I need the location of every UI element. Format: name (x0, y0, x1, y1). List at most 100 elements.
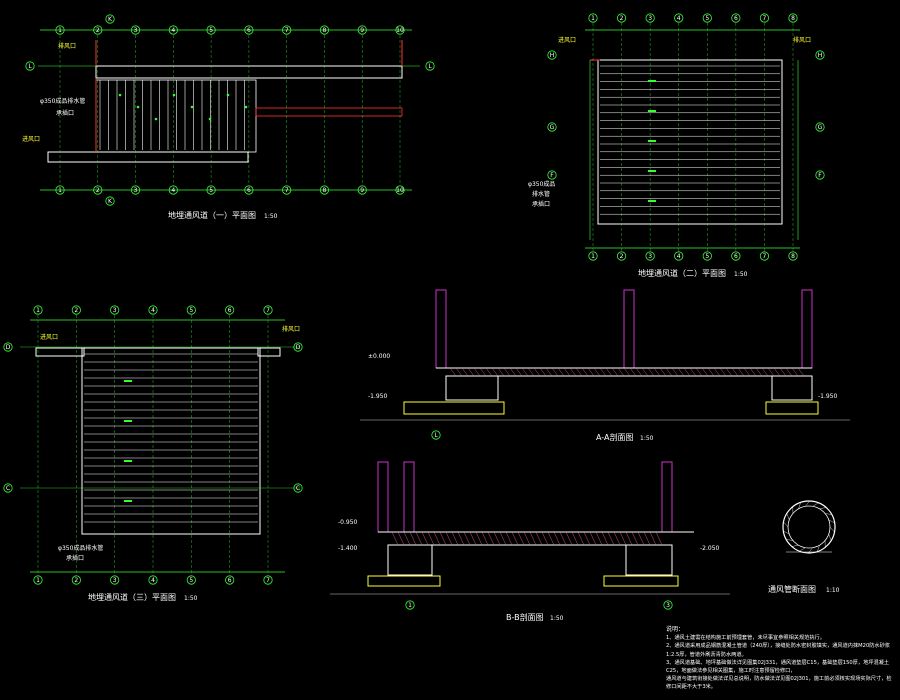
plan2-axis-bottom-2-label: 3 (648, 253, 652, 260)
plan3-axis-bottom-3-circle (148, 575, 158, 585)
section-b-axis-3-circle (663, 600, 673, 610)
plan1-axis-bottom-3-label: 4 (171, 187, 175, 194)
section-a-hatch-666 (665, 367, 673, 377)
section-a-hatch-510 (509, 367, 517, 377)
plan1-axis-top-8-label: 9 (360, 27, 364, 34)
elevation-b-3: -2.050 (700, 545, 720, 552)
plan2-axis-top-7-label: 8 (791, 15, 795, 22)
section-b-hatch-542 (541, 531, 549, 546)
plan1-axis-top-7-label: 8 (323, 27, 327, 34)
plan1-axis-top-5-label: 6 (247, 27, 251, 34)
plan2-axis-bottom-3-circle (674, 251, 684, 261)
plan1-axis-top-1-circle (93, 25, 103, 35)
plan3-axis-bottom-3-label: 4 (151, 577, 155, 584)
plan-3-drawing (20, 319, 300, 573)
plan2-axis-top-0-label: 1 (591, 15, 595, 22)
plan1-intake-label: 进风口 (22, 135, 40, 143)
note-item-1: 1、通风土建需在结构施工前预埋套管，未尽事宜参照相关规范执行。 (666, 635, 825, 642)
section-b-hatch-404 (403, 531, 411, 546)
plan3-row-left-0-label: D (6, 344, 11, 351)
plan1-axis-bottom-4-circle (206, 185, 216, 195)
plan3-pipe-note2: 承插口 (66, 554, 84, 562)
plan1-axis-bottom-5-label: 6 (247, 187, 251, 194)
section-a-hatch-504 (503, 367, 511, 377)
plan2-pipe-note-3: 承插口 (532, 200, 550, 208)
plan1-axis-top-3-circle (168, 25, 178, 35)
plan-2-drawing (585, 29, 800, 249)
section-a-hatch-546 (545, 367, 553, 377)
section-b-hatch-614 (613, 531, 621, 546)
section-a-hatch-606 (605, 367, 613, 377)
section-b-hatch-548 (547, 531, 555, 546)
plan1-axis-top-1-label: 2 (96, 27, 100, 34)
plan2-axis-top-2-circle (645, 13, 655, 23)
section-b-hatch-536 (535, 531, 543, 546)
plan1-pipe-note: φ350成品排水管 (40, 97, 85, 105)
plan1-row-top-circle (105, 14, 115, 24)
section-a-hatch-564 (563, 367, 571, 377)
plan1-marker-2 (154, 117, 158, 121)
section-a-hatch-636 (635, 367, 643, 377)
plan1-row-left-circle (25, 61, 35, 71)
plan3-axis-bottom-2-circle (110, 575, 120, 585)
plan2-axis-bottom-3-label: 4 (677, 253, 681, 260)
section-b-hatch-470 (469, 531, 477, 546)
section-a-hatch-480 (479, 367, 487, 377)
section-a-hatch-792 (791, 367, 799, 377)
plan2-axis-bottom-7-circle (788, 251, 798, 261)
plan2-marker-3 (648, 170, 656, 172)
section-b-hatch-482 (481, 531, 489, 546)
section-b-hatch-464 (463, 531, 471, 546)
section-b-hatch-584 (583, 531, 591, 546)
plan2-marker-2 (648, 140, 656, 142)
section-a-hatch-726 (725, 367, 733, 377)
section-a-hatch-648 (647, 367, 655, 377)
pipe-hatch-340 (828, 519, 835, 524)
plan1-axis-top-5-circle (244, 25, 254, 35)
section-b-hatch-440 (439, 531, 447, 546)
plan3-axis-bottom-0-label: 1 (36, 577, 40, 584)
section-b-hatch-566 (565, 531, 573, 546)
note-item-4: 通风道与建筑衔接处做法详见总说明，防水做法详见图02J301，施工前必须核实现场… (666, 676, 892, 691)
section-b-hatch-416 (415, 531, 423, 546)
pipe-hatch-180 (783, 521, 789, 528)
section-a-hatch-660 (659, 367, 667, 377)
section-a-hatch-516 (515, 367, 523, 377)
plan3-row-left-0-circle (3, 342, 13, 352)
section-a-title: A-A剖面图 (596, 432, 633, 442)
plan2-axis-top-3-label: 4 (677, 15, 681, 22)
plan1-marker-0 (118, 93, 122, 97)
plan3-intake-label: 进风口 (40, 333, 58, 341)
section-b-axis-3-label: 3 (666, 602, 670, 609)
section-a-hatch-618 (617, 367, 625, 377)
plan3-axis-bottom-1-circle (71, 575, 81, 585)
plan1-marker-7 (244, 105, 248, 109)
plan2-row-left-1-circle (547, 122, 557, 132)
section-b-hatch-590 (589, 531, 597, 546)
plan1-axis-bottom-2-circle (130, 185, 141, 195)
section-a-hatch-540 (539, 367, 547, 377)
section-b-hatch-518 (517, 531, 525, 546)
section-a-hatch-552 (551, 367, 559, 377)
section-a-hatch-594 (593, 367, 601, 377)
plan2-axis-bottom-0-label: 1 (591, 253, 595, 260)
section-a-hatch-714 (713, 367, 721, 377)
plan1-axis-top-4-label: 5 (209, 27, 213, 34)
plan1-marker-4 (190, 105, 194, 109)
plan2-row-right-2-circle (815, 170, 825, 180)
plan2-intake-label: 进风口 (558, 36, 576, 44)
plan3-axis-top-6-circle (263, 305, 273, 315)
section-a-drawing (360, 289, 850, 421)
plan1-axis-bottom-6-label: 7 (285, 187, 289, 194)
plan2-axis-bottom-2-circle (645, 251, 655, 261)
plan1-axis-top-9-circle (395, 25, 405, 35)
plan2-axis-top-1-circle (616, 13, 627, 23)
plan3-marker-2 (124, 460, 132, 462)
section-b-hatch-650 (649, 531, 657, 546)
section-b-scale: 1:50 (550, 615, 564, 622)
section-a-hatch-786 (785, 367, 793, 377)
plan2-row-left-2-label: F (550, 172, 554, 179)
section-a-axis-circle (431, 430, 441, 440)
section-b-axis-1-label: 1 (408, 602, 412, 609)
